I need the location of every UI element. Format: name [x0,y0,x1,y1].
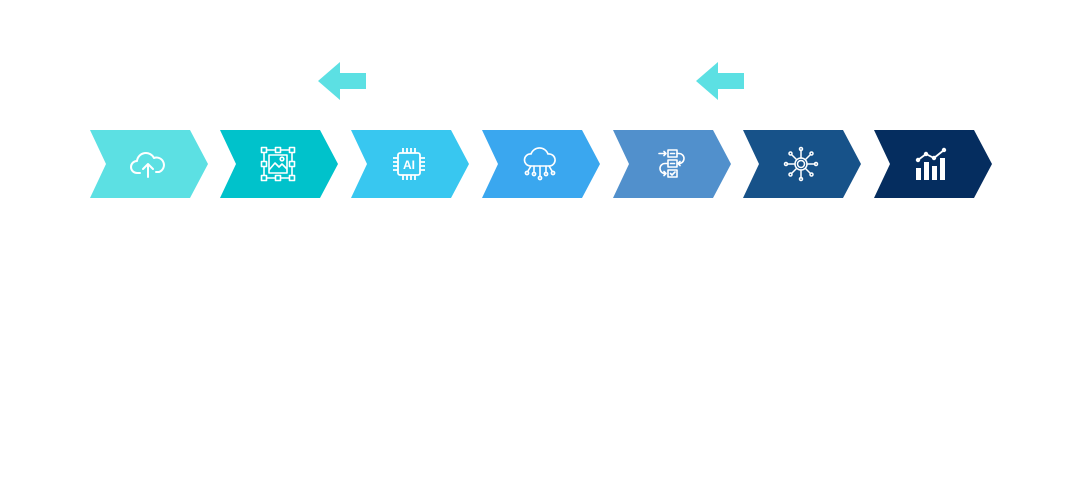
image-frame-icon [258,144,298,184]
step-analytics [874,130,992,198]
process-flow: AI [90,130,992,198]
back-arrow-1 [318,62,366,100]
step-ai-chip: AI [351,130,469,198]
step-cloud-computing [482,130,600,198]
ai-chip-label: AI [403,158,415,172]
step-network-hub [743,130,861,198]
network-hub-icon [781,144,821,184]
bar-chart-trend-icon [912,144,952,184]
back-arrow-1-shape [318,62,366,100]
cloud-circuit-icon [520,144,560,184]
step-image-labeling [220,130,338,198]
cloud-upload-icon [128,144,168,184]
workflow-checklist-icon [651,144,691,184]
ai-chip-icon: AI [389,144,429,184]
step-workflow [613,130,731,198]
back-arrow-2-shape [696,62,744,100]
step-upload [90,130,208,198]
back-arrow-2 [696,62,744,100]
